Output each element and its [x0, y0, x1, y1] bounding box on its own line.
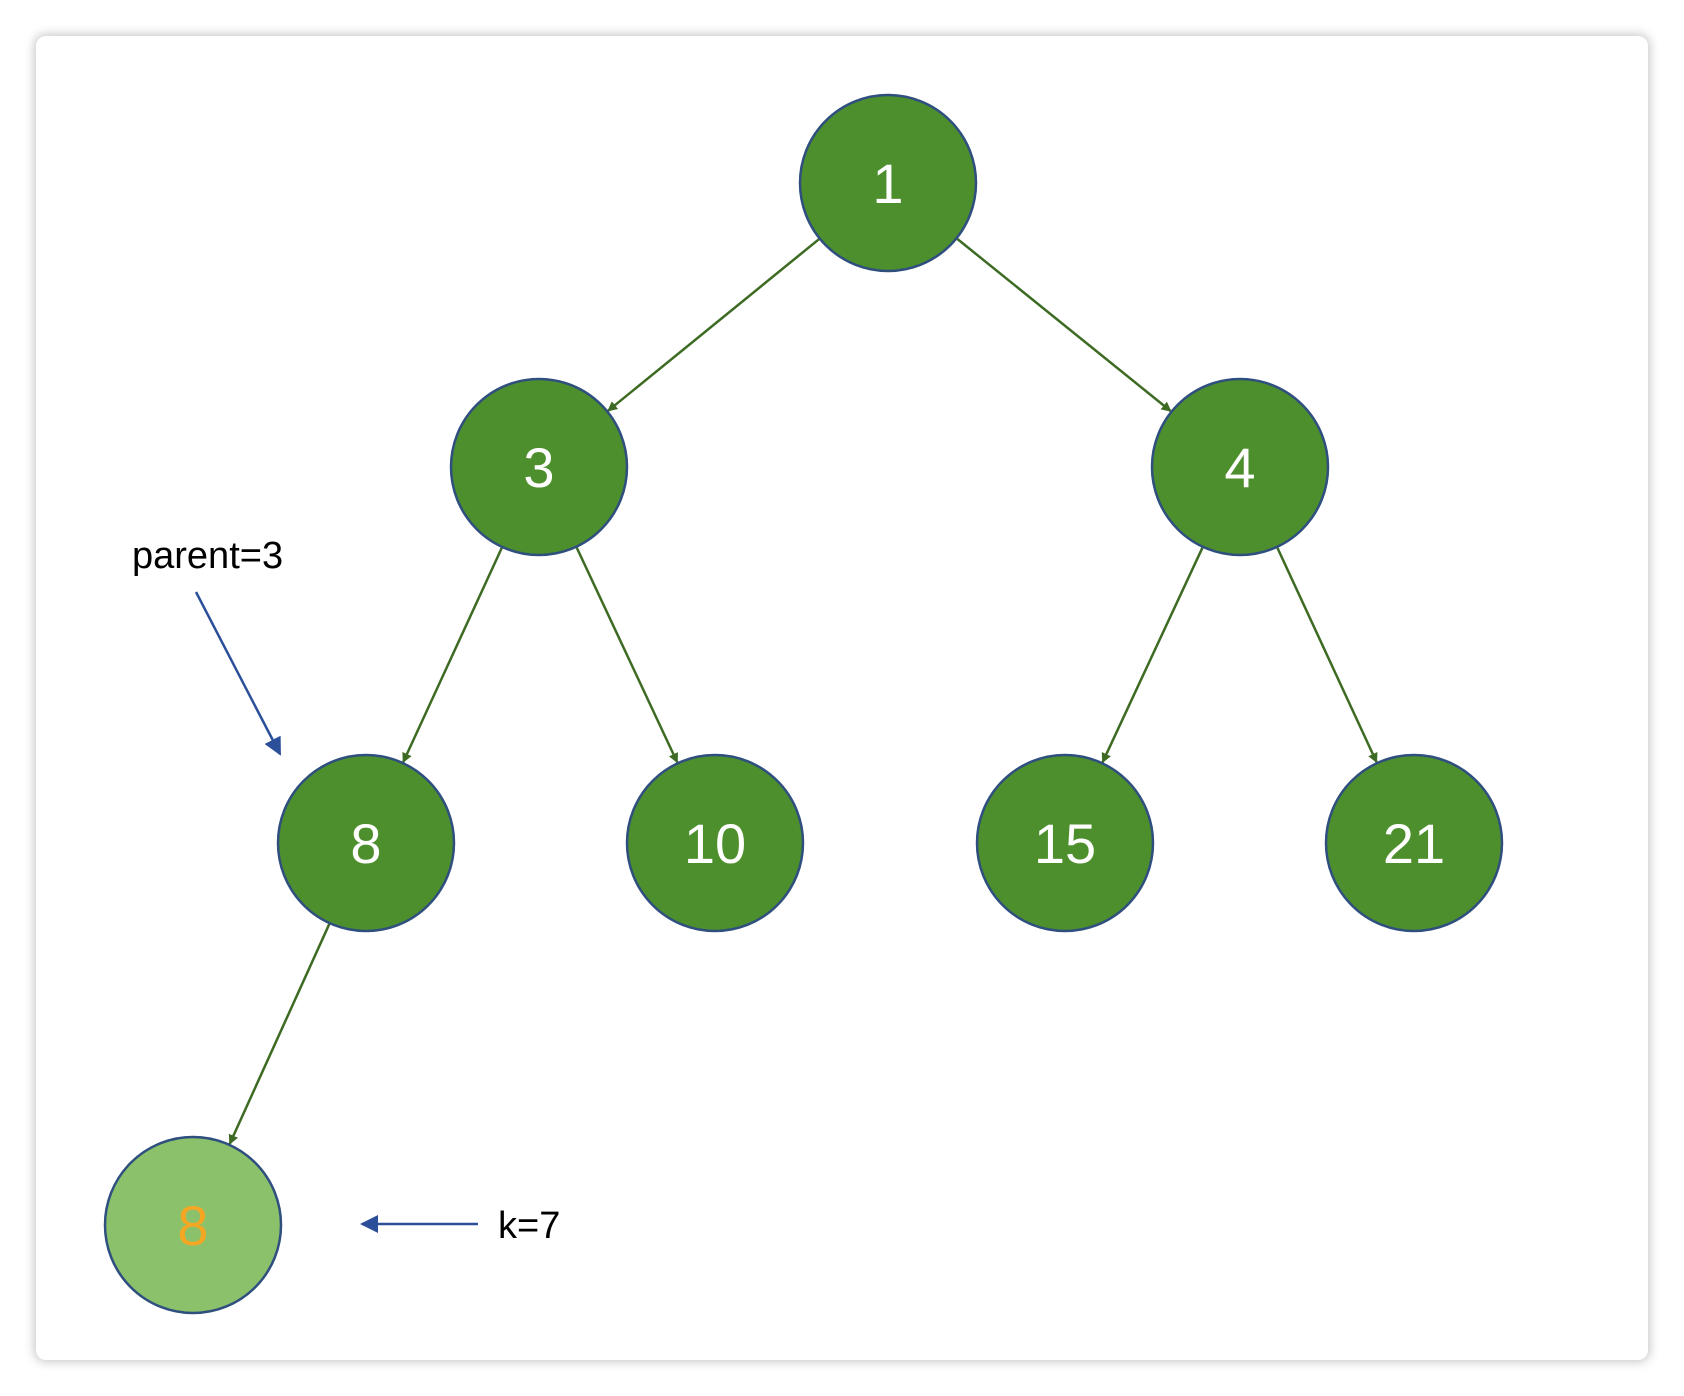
tree-node: 3: [449, 377, 629, 557]
edge-n4-n21: [1276, 547, 1378, 764]
edge-n1-n4: [956, 237, 1172, 413]
tree-node: 1: [798, 93, 978, 273]
edge-n3-n8: [402, 547, 503, 764]
node-circle: [625, 753, 805, 933]
node-circle: [276, 753, 456, 933]
node-circle: [103, 1135, 283, 1315]
edge-n3-n10: [575, 547, 679, 764]
edges-layer: [228, 237, 1378, 1145]
tree-node: 4: [1150, 377, 1330, 557]
inserted-node: 8: [103, 1135, 283, 1315]
k-label: k=7: [498, 1205, 560, 1247]
node-circle: [798, 93, 978, 273]
node-circle: [449, 377, 629, 557]
tree-node: 15: [975, 753, 1155, 933]
tree-node: 10: [625, 753, 805, 933]
tree-node: 8: [276, 753, 456, 933]
node-value: 3: [523, 436, 554, 499]
node-value: 8: [177, 1194, 208, 1257]
tree-node: 21: [1324, 753, 1504, 933]
edge-n8-new8: [228, 923, 331, 1145]
node-circle: [975, 753, 1155, 933]
node-circle: [1324, 753, 1504, 933]
edge-n1-n3: [607, 238, 820, 412]
node-value: 21: [1383, 812, 1445, 875]
node-value: 4: [1224, 436, 1255, 499]
nodes-layer: 1 3 4 8 10 15 21 8: [103, 93, 1504, 1315]
edge-n4-n15: [1101, 547, 1204, 764]
parent-pointer-arrow: [194, 591, 282, 756]
node-value: 8: [350, 812, 381, 875]
node-value: 10: [684, 812, 746, 875]
node-value: 15: [1034, 812, 1096, 875]
parent-label: parent=3: [132, 535, 283, 577]
node-circle: [1150, 377, 1330, 557]
node-value: 1: [872, 152, 903, 215]
